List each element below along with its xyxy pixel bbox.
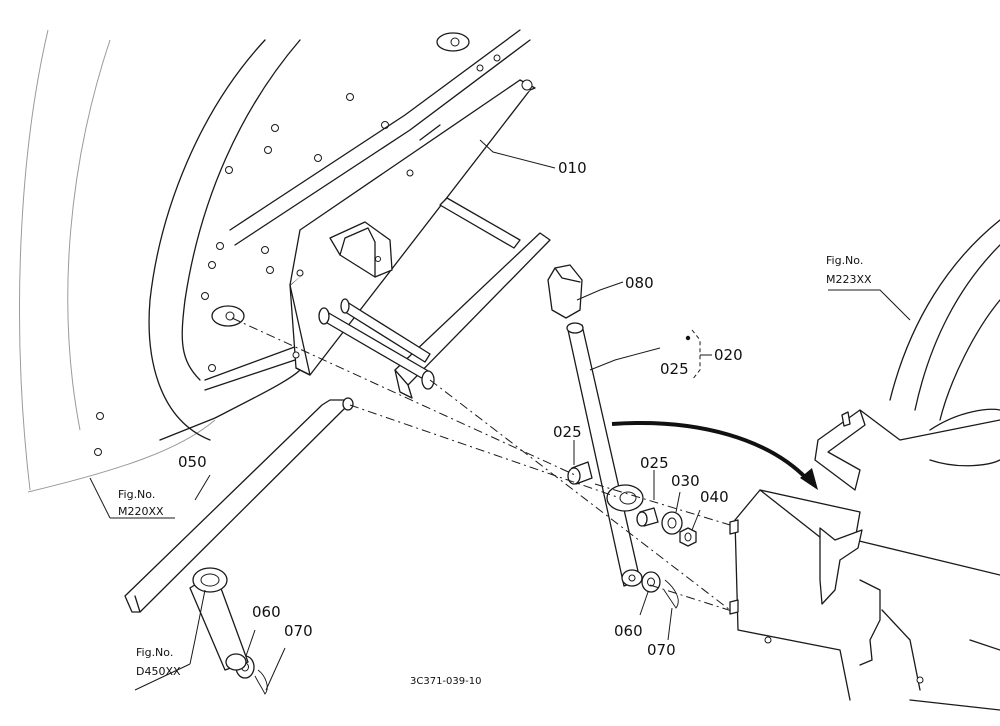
- part-label-050: 050: [178, 453, 207, 471]
- figure-references: Fig.No. M223XX Fig.No. M220XX Fig.No. D4…: [118, 254, 872, 678]
- lever-knob: [547, 264, 583, 319]
- part-label-025-right: 025: [640, 454, 669, 472]
- linkage-rod: [124, 397, 354, 671]
- bracket-plate: [289, 79, 536, 376]
- fig-ref-d450-line2: D450XX: [136, 665, 181, 678]
- mounting-rail: [211, 29, 531, 327]
- shaft-assembly: [318, 197, 551, 399]
- part-label-060-right: 060: [614, 622, 643, 640]
- part-label-070-right: 070: [647, 641, 676, 659]
- part-label-060-left: 060: [252, 603, 281, 621]
- part-label-025-lever: 025: [660, 360, 689, 378]
- leader-lines: [89, 139, 911, 691]
- fig-ref-d450-line1: Fig.No.: [136, 646, 173, 659]
- fig-ref-m223-line1: Fig.No.: [826, 254, 863, 267]
- fig-ref-m220-line1: Fig.No.: [118, 488, 155, 501]
- part-labels: 010 080 020 025 025 025 030 040 050 060 …: [178, 159, 743, 659]
- part-label-010: 010: [558, 159, 587, 177]
- part-label-040: 040: [700, 488, 729, 506]
- part-label-025-left: 025: [553, 423, 582, 441]
- control-lever: [566, 322, 644, 587]
- right-frame: [729, 489, 1000, 711]
- center-lines: [231, 317, 741, 613]
- hardware-set: [235, 461, 697, 695]
- part-label-080: 080: [625, 274, 654, 292]
- drawing-code: 3C371-039-10: [410, 676, 481, 687]
- part-label-070-left: 070: [284, 622, 313, 640]
- right-fender: [814, 219, 1000, 491]
- fig-ref-m220-line2: M220XX: [118, 505, 164, 518]
- fig-ref-m223-line2: M223XX: [826, 273, 872, 286]
- part-label-030: 030: [671, 472, 700, 490]
- assembly-arrow: [611, 421, 818, 490]
- part-label-020: 020: [714, 346, 743, 364]
